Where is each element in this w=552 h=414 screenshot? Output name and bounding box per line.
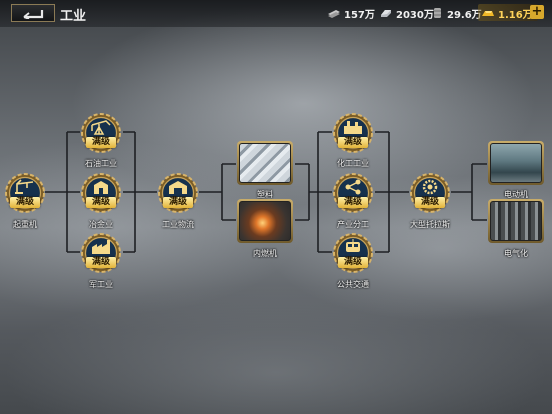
tech-card-plastics[interactable] [237,141,293,185]
tech-label-military-industry: 军工业 [89,280,113,289]
tech-node-large-trust[interactable]: 满级 [410,173,450,213]
tech-node-oil-industry[interactable]: 满级 [81,113,121,153]
generator-room-image [490,201,542,241]
maxed-badge: 满级 [10,197,40,208]
tech-card-electric-motor[interactable] [488,141,544,185]
maxed-badge: 满级 [415,197,445,208]
tech-card-combustion-engine[interactable] [237,199,293,243]
tech-card-electrification[interactable] [488,199,544,243]
tech-node-chemical-industry[interactable]: 满级 [333,113,373,153]
share-nodes-icon [345,179,361,195]
tech-node-industrial-logistics[interactable]: 满级 [158,173,198,213]
resource-gold: 1.16万 [481,6,533,21]
add-gold-button[interactable]: + [530,4,544,19]
tech-label-public-transport: 公共交通 [337,280,369,289]
tech-node-public-transport[interactable]: 满级 [333,233,373,273]
tech-label-large-trust: 大型托拉斯 [410,220,450,229]
cash-stack-icon [328,10,340,18]
cog-icon [422,179,438,195]
tech-label-industrial-logistics: 工业物流 [162,220,194,229]
electric-motor-image [490,143,542,183]
maxed-badge: 满级 [338,137,368,148]
tech-node-division-of-labor[interactable]: 满级 [333,173,373,213]
oil-pump-icon [91,120,111,135]
resource-steel: 2030万 [379,6,434,21]
crane-icon [15,179,34,194]
top-bar [0,0,552,27]
maxed-badge: 满级 [86,257,116,268]
factory-icon [92,240,110,254]
maxed-badge: 满级 [163,197,193,208]
back-arrow-icon [23,10,44,19]
maxed-badge: 满级 [338,257,368,268]
resource-cash-value: 157万 [344,9,375,21]
tech-label-division-of-labor: 产业分工 [337,220,369,229]
resource-steel-value: 2030万 [396,9,434,21]
page-title: 工业 [60,9,87,24]
furnace-icon [94,181,108,194]
resource-gold-value: 1.16万 [498,9,533,21]
gold-panel [478,4,538,21]
tech-label-electrification: 电气化 [504,249,528,258]
resource-cash: 157万 [327,6,375,21]
tech-node-military-industry[interactable]: 满级 [81,233,121,273]
chemical-plant-icon [344,121,362,134]
steel-ingot-icon [381,10,391,17]
warehouse-icon [169,181,187,194]
maxed-badge: 满级 [86,197,116,208]
tram-icon [346,239,360,252]
tech-label-plastics: 塑料 [257,190,273,199]
maxed-badge: 满级 [338,197,368,208]
gold-bar-icon [482,11,494,16]
tech-label-chemical-industry: 化工工业 [337,159,369,168]
tech-label-metallurgy: 冶金业 [89,220,113,229]
tech-label-oil-industry: 石油工业 [85,159,117,168]
tech-label-electric-motor: 电动机 [504,190,528,199]
tech-node-crane[interactable]: 满级 [5,173,45,213]
tech-label-crane: 起重机 [13,220,37,229]
resource-oil-value: 29.6万 [447,9,482,21]
maxed-badge: 满级 [86,137,116,148]
resource-oil: 29.6万 [430,6,482,21]
tech-node-metallurgy[interactable]: 满级 [81,173,121,213]
oil-barrel-icon [434,8,441,18]
combustion-engine-image [239,201,291,241]
tech-label-combustion-engine: 内燃机 [253,249,277,258]
back-button[interactable] [11,4,55,22]
plastic-pipes-image [239,143,291,183]
